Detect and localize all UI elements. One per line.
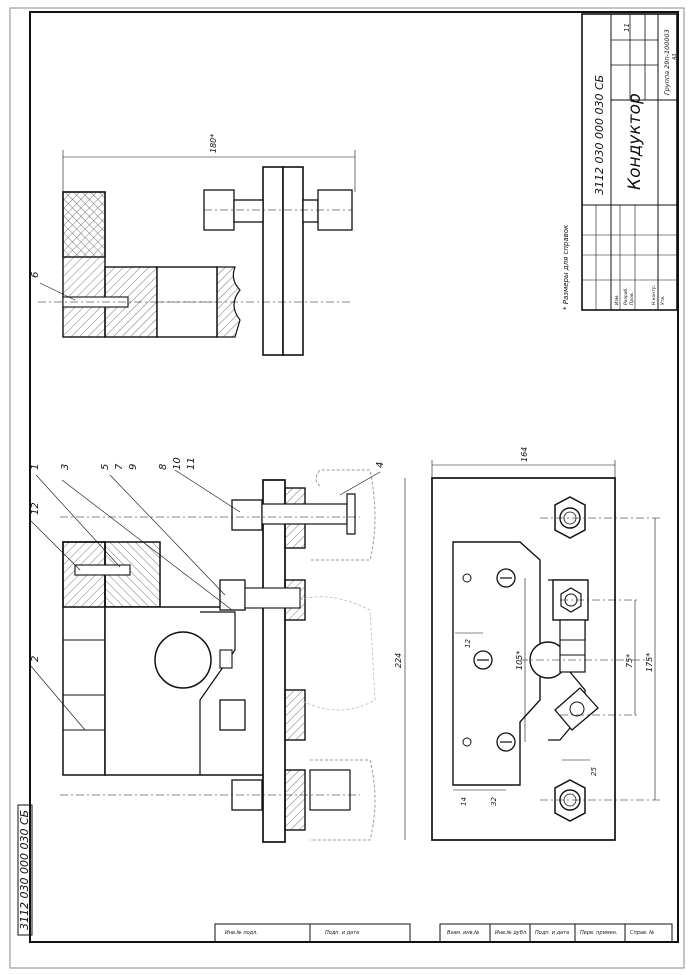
part-label-5: 5 bbox=[100, 464, 111, 470]
part-label-11: 11 bbox=[186, 457, 197, 470]
left-stamp-text: 3112 030 000 030 СБ bbox=[18, 810, 31, 930]
strip-cell-3: Взам. инв.№ bbox=[447, 930, 479, 936]
strip-cell-1: Инв.№ подл. bbox=[225, 930, 258, 936]
strip-cell-5: Подп. и дата bbox=[535, 930, 569, 936]
front-view bbox=[29, 469, 406, 843]
dim-105: 105* bbox=[515, 651, 524, 670]
title-block: 3112 030 000 030 СБ Кондуктор Группа 29п… bbox=[581, 13, 678, 311]
strip-cell-7: Справ. № bbox=[630, 930, 654, 936]
top-view bbox=[38, 150, 356, 356]
dim-175: 175* bbox=[645, 653, 654, 672]
dim-top-width: 180* bbox=[209, 134, 218, 153]
dim-75: 75* bbox=[625, 654, 634, 668]
title-row-izm: Изм. bbox=[614, 294, 620, 305]
dim-14: 14 bbox=[460, 797, 468, 806]
title-group: Группа 29п-100003 bbox=[663, 29, 671, 95]
dim-32: 32 bbox=[490, 797, 498, 806]
dim-12: 12 bbox=[464, 639, 472, 648]
part-label-8: 8 bbox=[158, 464, 169, 470]
part-label-6: 6 bbox=[30, 272, 41, 278]
title-row-check: Пров. bbox=[629, 292, 635, 305]
title-row-nc: Н.контр. bbox=[651, 285, 657, 305]
dim-front-height: 224 bbox=[394, 653, 403, 668]
plan-view bbox=[431, 460, 660, 841]
strip-cell-6: Перв. примен. bbox=[580, 930, 618, 936]
part-label-7: 7 bbox=[114, 463, 125, 470]
part-label-12: 12 bbox=[30, 502, 41, 515]
part-label-4: 4 bbox=[375, 462, 386, 468]
part-label-1: 1 bbox=[30, 464, 41, 470]
dim-25: 25 bbox=[590, 767, 598, 776]
part-label-3: 3 bbox=[60, 464, 71, 470]
part-label-9: 9 bbox=[128, 464, 139, 470]
title-format: А3 bbox=[672, 53, 678, 61]
part-label-2: 2 bbox=[30, 656, 41, 662]
title-sheet-number: 11 bbox=[623, 23, 631, 32]
title-row-appr: Утв. bbox=[660, 296, 666, 305]
reference-note: * Размеры для справок bbox=[562, 224, 570, 310]
title-designation: 3112 030 000 030 СБ bbox=[593, 75, 606, 195]
dim-plan-width: 164 bbox=[520, 447, 529, 462]
title-row-dev: Разраб. bbox=[623, 287, 629, 305]
strip-cell-4: Инв.№ дубл. bbox=[495, 930, 528, 936]
part-label-10: 10 bbox=[172, 457, 183, 470]
bottom-strip: Инв.№ подл. Подп. и дата Взам. инв.№ Инв… bbox=[214, 923, 673, 943]
title-name: Кондуктор bbox=[625, 93, 645, 190]
left-stamp: 3112 030 000 030 СБ bbox=[17, 804, 33, 936]
strip-cell-2: Подп. и дата bbox=[325, 930, 359, 936]
